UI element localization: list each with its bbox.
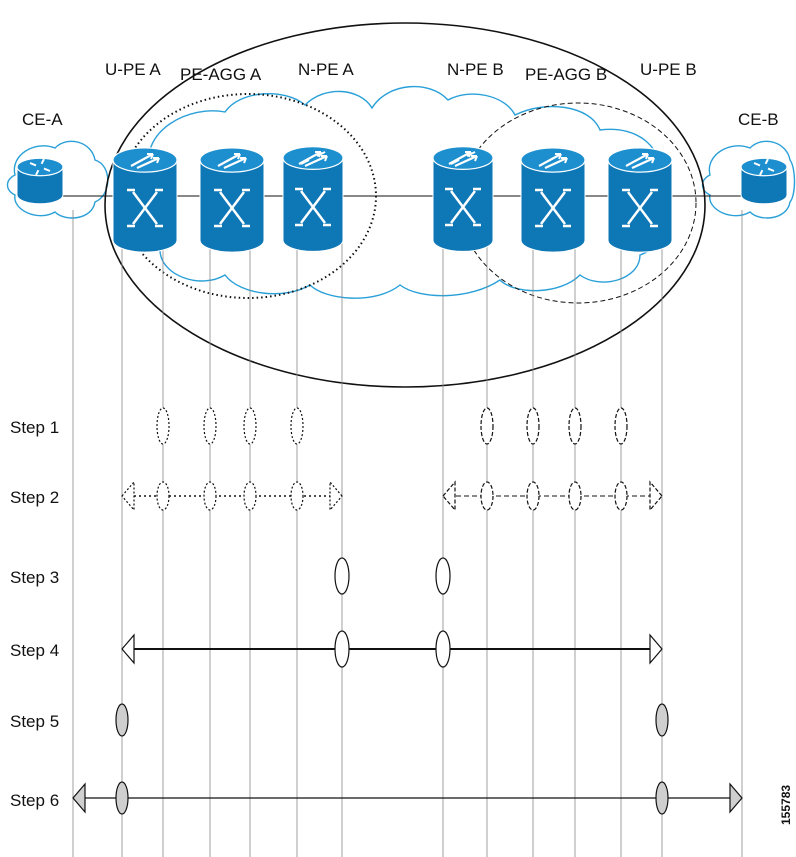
step-marker-endpoint xyxy=(729,782,743,814)
step-marker-endpoint xyxy=(329,480,343,512)
step-marker-oval xyxy=(435,630,451,668)
step-markers xyxy=(72,407,743,815)
pe-agg-a-switch xyxy=(199,147,265,253)
step-4-label: Step 4 xyxy=(10,641,59,660)
step-marker-oval xyxy=(655,781,669,815)
u-pe-b-switch xyxy=(607,147,673,253)
step-marker-oval xyxy=(243,407,257,445)
ce-a-router xyxy=(16,157,64,205)
step-marker-oval xyxy=(334,557,350,595)
step-marker-oval xyxy=(290,407,304,445)
step-marker-endpoint xyxy=(649,633,663,665)
step-marker-oval xyxy=(614,481,628,511)
step-marker-endpoint xyxy=(121,480,135,512)
step-marker-oval xyxy=(115,703,129,737)
ce-b-router xyxy=(740,157,788,205)
step-marker-oval xyxy=(568,481,582,511)
step-marker-oval xyxy=(334,630,350,668)
n-pe-b-router xyxy=(432,146,494,252)
step-marker-oval xyxy=(614,407,628,445)
step-marker-oval xyxy=(203,407,217,445)
n-pe-a-router xyxy=(282,146,344,252)
step-marker-oval xyxy=(435,557,451,595)
step-marker-oval xyxy=(480,481,494,511)
step-marker-endpoint xyxy=(649,480,663,512)
step-5-label: Step 5 xyxy=(10,712,59,731)
step-marker-oval xyxy=(243,481,257,511)
step-marker-oval xyxy=(526,481,540,511)
label-ce-b: CE-B xyxy=(738,110,779,129)
step-marker-oval xyxy=(156,407,170,445)
step-6-label: Step 6 xyxy=(10,791,59,810)
label-n-pe-a: N-PE A xyxy=(298,60,354,79)
step-marker-oval xyxy=(290,481,304,511)
label-u-pe-b: U-PE B xyxy=(640,60,697,79)
pe-agg-b-switch xyxy=(520,147,586,253)
u-pe-a-switch xyxy=(112,147,178,253)
step-marker-endpoint xyxy=(72,782,86,814)
label-pe-agg-b: PE-AGG B xyxy=(525,65,607,84)
label-n-pe-b: N-PE B xyxy=(447,60,504,79)
step-marker-oval xyxy=(115,781,129,815)
step-1-label: Step 1 xyxy=(10,418,59,437)
step-marker-oval xyxy=(655,703,669,737)
domain-b-dashed-ellipse xyxy=(459,102,697,304)
step-marker-oval xyxy=(526,407,540,445)
step-marker-oval xyxy=(480,407,494,445)
step-3-label: Step 3 xyxy=(10,568,59,587)
step-marker-oval xyxy=(156,481,170,511)
step-marker-endpoint xyxy=(442,480,456,512)
step-marker-oval xyxy=(568,407,582,445)
label-ce-a: CE-A xyxy=(22,110,63,129)
devices xyxy=(16,146,788,253)
step-2-label: Step 2 xyxy=(10,488,59,507)
step-marker-oval xyxy=(203,481,217,511)
figure-id: 155783 xyxy=(779,785,793,825)
provider-network-ellipse xyxy=(104,22,706,388)
label-pe-agg-a: PE-AGG A xyxy=(180,65,262,84)
step-grid-lines xyxy=(72,210,743,857)
step-marker-endpoint xyxy=(121,633,135,665)
label-u-pe-a: U-PE A xyxy=(105,60,161,79)
